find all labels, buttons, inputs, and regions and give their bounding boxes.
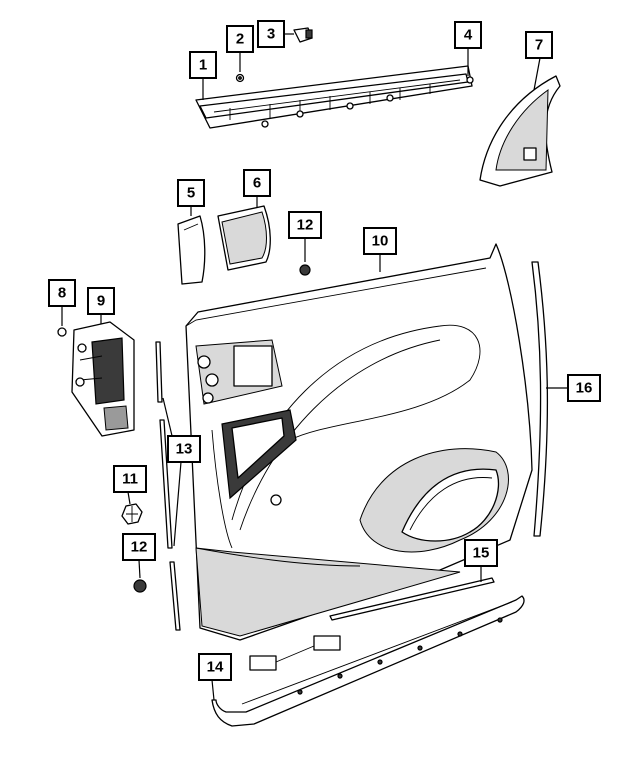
part-10-door-panel	[185, 243, 533, 641]
svg-text:2: 2	[236, 31, 244, 48]
svg-text:8: 8	[58, 285, 66, 302]
part-7-corner-trim	[479, 75, 561, 187]
callout-3: 3	[257, 20, 285, 48]
part-3-connector	[293, 27, 313, 43]
callout-15: 15	[464, 539, 498, 567]
svg-text:16: 16	[576, 380, 593, 397]
svg-text:1: 1	[199, 57, 207, 74]
svg-text:6: 6	[253, 175, 261, 192]
part-5-pad	[177, 215, 206, 285]
svg-text:4: 4	[464, 27, 473, 44]
part-1-upper-rail	[195, 65, 473, 129]
svg-text:5: 5	[187, 185, 195, 202]
part-13-seal-strips	[155, 341, 181, 631]
part-9-handle	[71, 321, 135, 437]
part-4-clip	[466, 76, 474, 84]
callout-5: 5	[177, 179, 205, 207]
callout-14: 14	[198, 653, 232, 681]
part-8-clip	[57, 327, 67, 337]
callout-6: 6	[243, 169, 271, 197]
callout-7: 7	[525, 31, 553, 59]
svg-text:13: 13	[176, 441, 193, 458]
svg-text:9: 9	[97, 293, 105, 310]
callout-1: 1	[189, 51, 217, 79]
part-2-clip	[235, 73, 245, 83]
svg-text:3: 3	[267, 26, 275, 43]
callout-2: 2	[226, 25, 254, 53]
callout-12-upper: 12	[288, 211, 322, 239]
callout-12-lower: 12	[122, 533, 156, 561]
callouts: 1 2 3 4 7 5 6 12	[48, 20, 601, 681]
callout-11: 11	[113, 465, 147, 493]
callout-10: 10	[363, 227, 397, 255]
part-11-nut	[121, 503, 143, 525]
callout-4: 4	[454, 21, 482, 49]
part-15-trim-strip	[329, 577, 495, 621]
callout-8: 8	[48, 279, 76, 307]
svg-text:12: 12	[297, 217, 314, 234]
callout-16: 16	[567, 374, 601, 402]
svg-text:15: 15	[473, 545, 490, 562]
part-12-nut-lower	[133, 579, 147, 593]
part-6-pad	[217, 205, 271, 271]
svg-text:10: 10	[372, 233, 389, 250]
callout-9: 9	[87, 287, 115, 315]
leader-lines	[61, 33, 568, 701]
svg-text:12: 12	[131, 539, 148, 556]
svg-text:11: 11	[122, 471, 138, 488]
callout-13: 13	[167, 435, 201, 463]
part-14-lower-bolster	[211, 595, 525, 727]
part-16-rear-seal	[531, 261, 549, 537]
part-12-nut-upper	[299, 264, 311, 276]
svg-text:14: 14	[207, 659, 224, 676]
svg-text:7: 7	[535, 37, 543, 54]
